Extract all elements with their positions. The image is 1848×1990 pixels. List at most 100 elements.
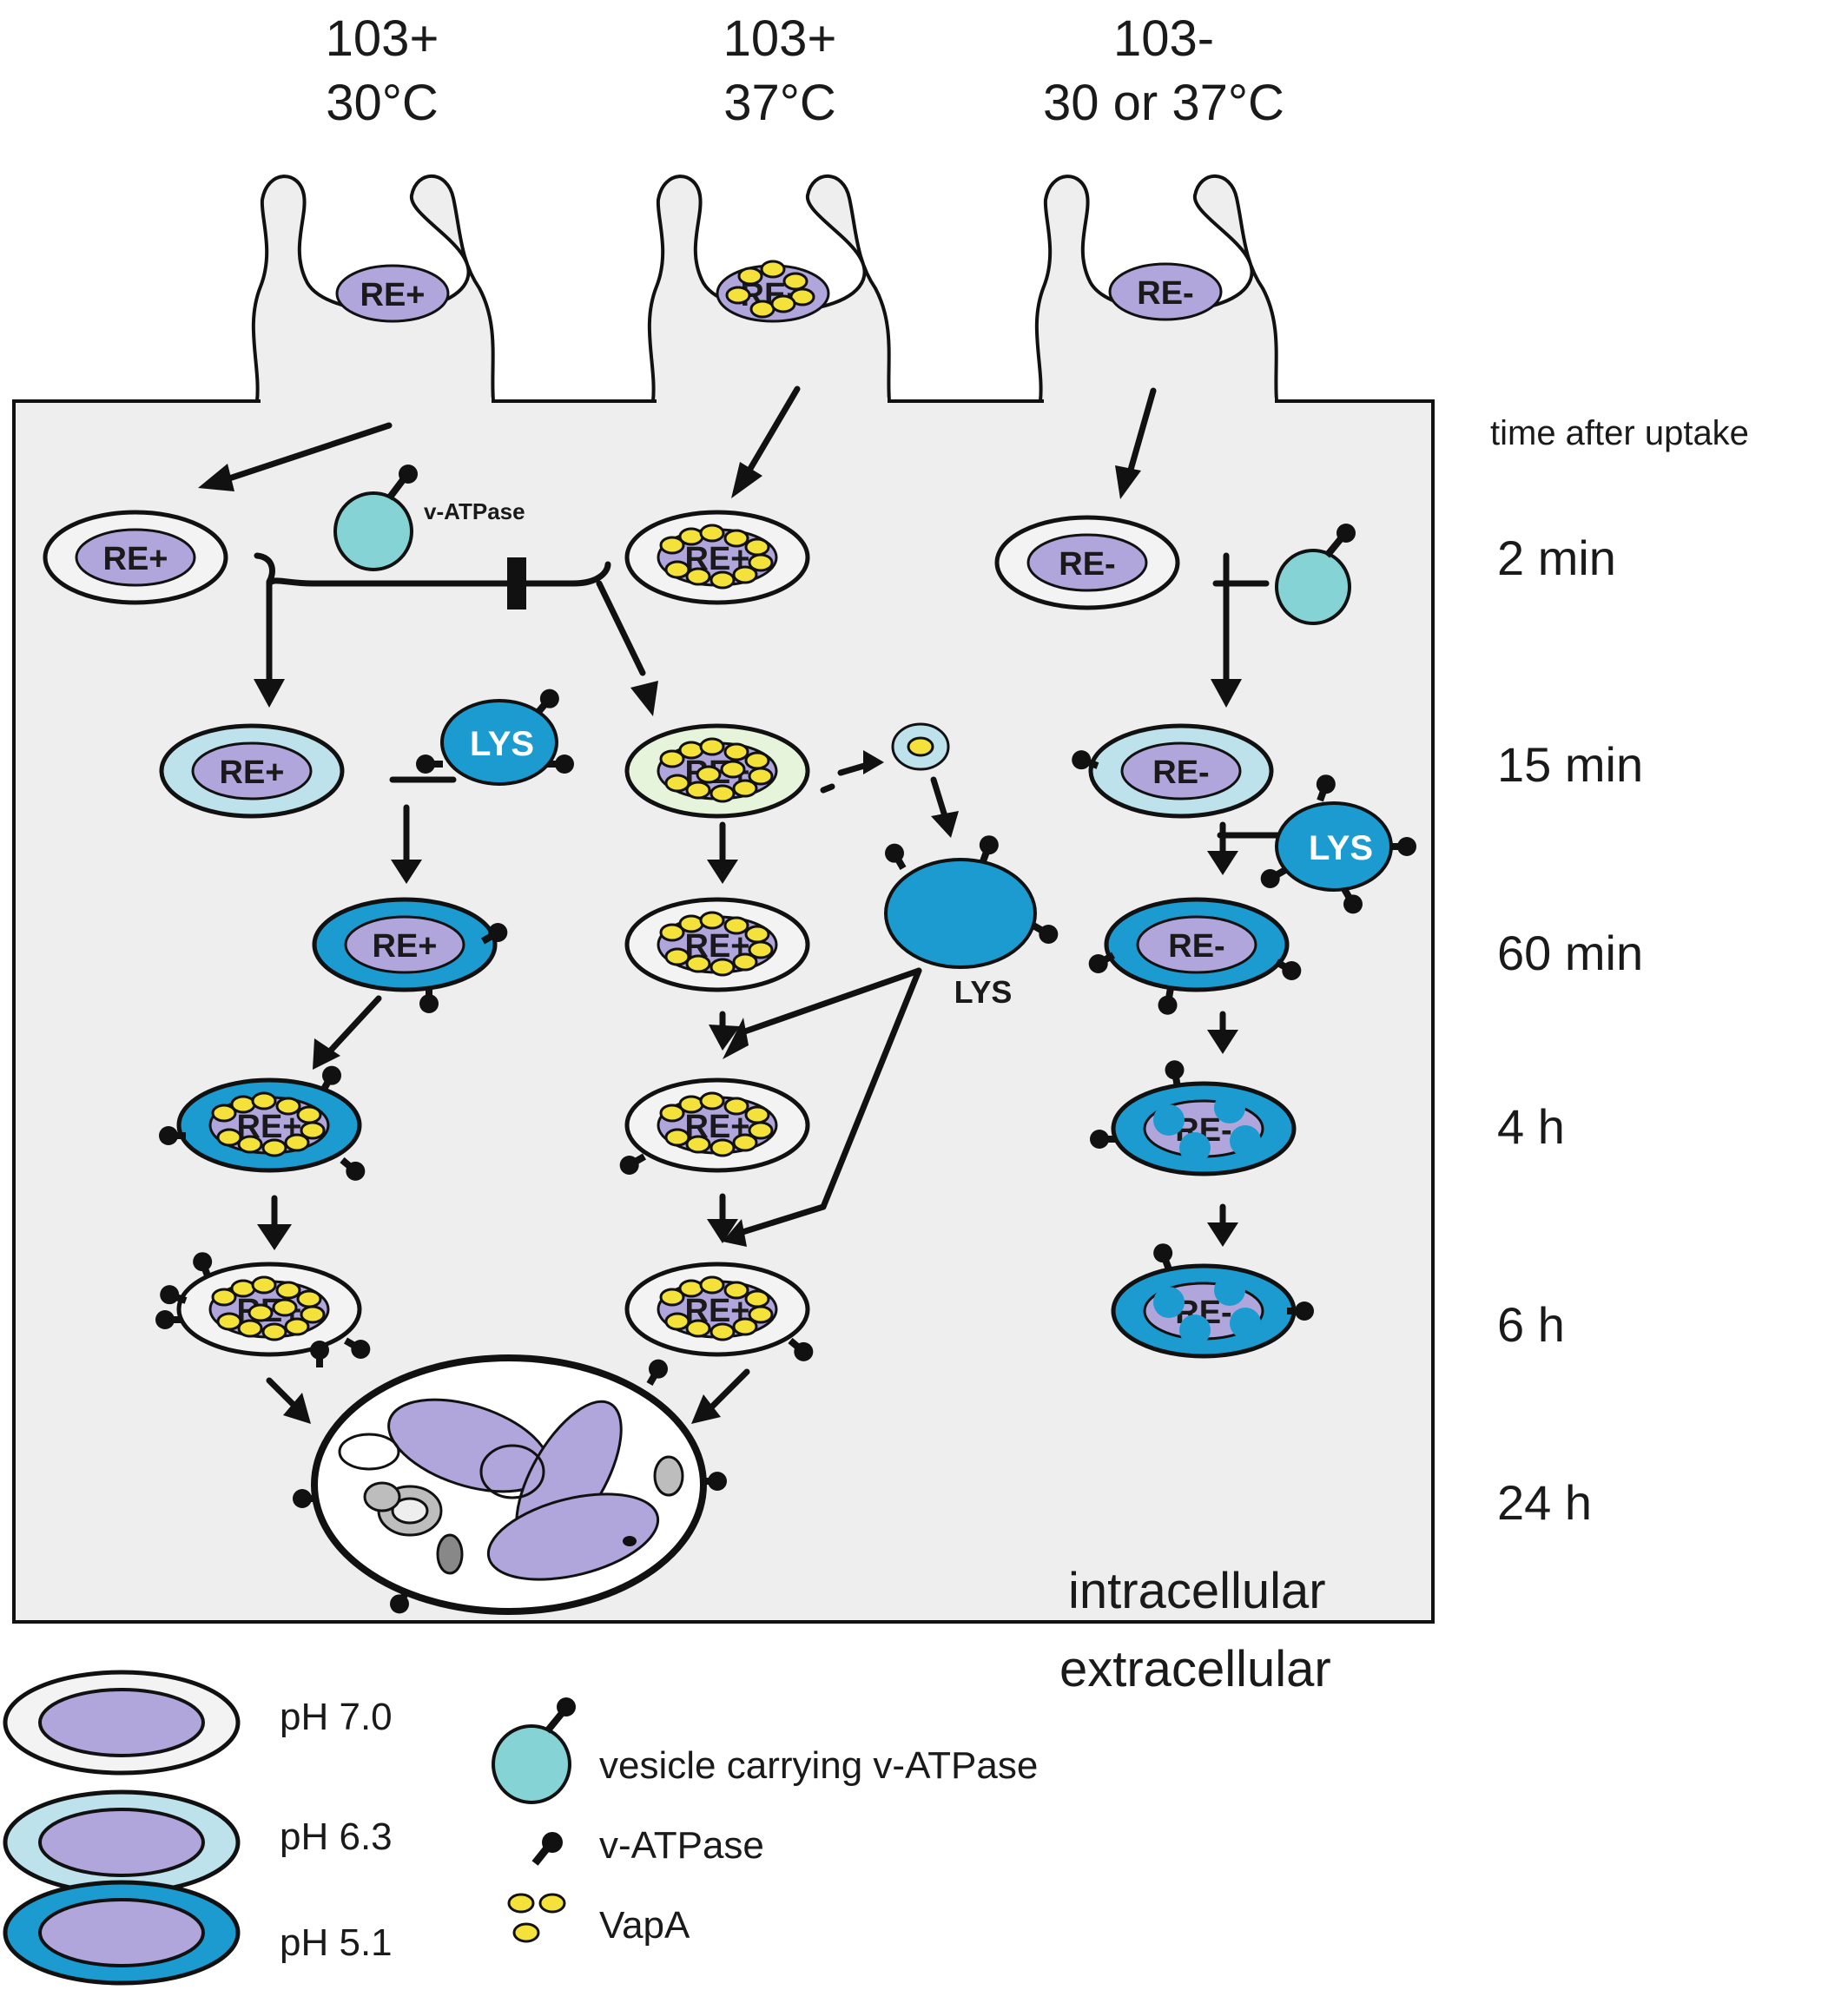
phagosome-col3-6h: RE-: [1111, 1243, 1314, 1359]
v-atpase-head: [159, 1126, 178, 1145]
vapa-dot: [230, 1095, 256, 1114]
column-headers: 103+ 30°C 103+ 37°C 103- 30 or 37°C: [326, 10, 1284, 131]
vapa-dot: [678, 1279, 704, 1298]
v-atpase-head: [1165, 1060, 1185, 1080]
cup-opening-3: [1044, 398, 1275, 406]
lysosome-col1-label: LYS: [470, 725, 534, 763]
lysosomal-content: [1153, 1287, 1185, 1318]
bacterium-label: RE+: [103, 541, 168, 577]
lysosomes: LYS LYS LYS: [440, 699, 1393, 1010]
v-atpase-head: [416, 754, 435, 774]
vacuole-membrane-whorl-2: [338, 1433, 400, 1471]
col3-temp: 30 or 37°C: [1043, 75, 1284, 131]
v-atpase-head: [539, 689, 559, 708]
vapa-dot: [723, 916, 749, 935]
v-atpase-head: [1260, 869, 1280, 888]
v-atpase-head: [155, 1310, 175, 1329]
vacuole-membrane-whorl-1: [479, 1444, 545, 1499]
legend-vesicle-label: vesicle carrying v-ATPase: [599, 1744, 1038, 1787]
phagosome-col1-2min: RE+: [43, 510, 228, 605]
vapa-dot: [710, 958, 736, 977]
v-atpase-head: [1282, 961, 1302, 980]
vacuole-debris-3: [653, 1455, 684, 1497]
phagosome-col3-4h: RE-: [1090, 1060, 1297, 1176]
phagosome-col2-60min: RE+: [624, 897, 810, 992]
legend-vesicle-icon: [492, 1724, 571, 1804]
v-atpase-head: [390, 1594, 409, 1614]
vapa-dot: [723, 1097, 749, 1116]
vapa-dot: [770, 294, 796, 313]
vacuole-membrane-whorl-4: [391, 1497, 429, 1525]
vapa-dot: [699, 524, 725, 543]
vapa-dot: [696, 765, 722, 784]
v-atpase-head: [619, 1156, 639, 1175]
vapa-dot: [748, 1305, 774, 1324]
v-atpase-head: [1158, 995, 1178, 1015]
phagosome-col3-15min: RE-: [1072, 723, 1274, 819]
arrowheads: [198, 462, 1242, 1424]
v-atpase-head: [555, 754, 574, 774]
col1-temp: 30°C: [326, 75, 439, 131]
bacterium-cup-1: [335, 264, 450, 323]
vapa-dot: [732, 952, 758, 972]
vacuole-bacterium-3: [486, 1492, 660, 1581]
col1-strain: 103+: [326, 10, 439, 67]
bacterium-cup-1-label: RE+: [360, 277, 426, 313]
vapa-dot: [748, 767, 774, 786]
legend-v-atpase: v-ATPase: [531, 1824, 764, 1867]
bacterium-cup-3: [1108, 262, 1223, 321]
vapa-dot: [664, 774, 690, 793]
vapa-dot: [275, 1281, 301, 1300]
v-atpase-head: [1295, 1301, 1314, 1321]
vapa-dot: [251, 1275, 277, 1295]
vapa-dot: [678, 527, 704, 546]
phagosome-col3-2min: RE-: [994, 515, 1180, 610]
inhibitor-block: [507, 557, 526, 610]
legend-ph-5-1: pH 5.1: [3, 1880, 393, 1986]
vapa-dot: [782, 272, 808, 291]
phagosome-col2-4h: RE+: [619, 1077, 810, 1175]
vapa-dot: [248, 1303, 274, 1322]
vapa-dot: [723, 1281, 749, 1300]
bacterium-cup-3-label: RE-: [1137, 275, 1193, 312]
bacterium: [344, 915, 465, 974]
vapa-dot: [749, 300, 776, 319]
vapa-dot: [678, 1095, 704, 1114]
v-atpase-head: [794, 1341, 814, 1361]
v-atpase-head: [649, 1359, 668, 1379]
v-atpase-head: [708, 1472, 727, 1491]
vapa-dot: [659, 1288, 685, 1307]
vapa-dot: [678, 741, 704, 760]
phagosome-col2-6h: RE+: [624, 1262, 814, 1361]
legend-ph-5-1-label: pH 5.1: [280, 1921, 393, 1964]
timepoint-15min: 15 min: [1497, 737, 1643, 792]
vapa-dot: [699, 1275, 725, 1295]
legend-vapa-icon: [507, 1893, 535, 1914]
v-atpase-head: [1397, 837, 1416, 856]
vapa-dot: [664, 1128, 690, 1147]
lysosomal-content: [1230, 1308, 1261, 1339]
vapa-dot: [659, 749, 685, 768]
vapa-dot: [710, 1138, 736, 1157]
vapa-dot: [284, 1317, 310, 1336]
vapa-dot: [744, 751, 770, 770]
vapa-dot: [664, 1312, 690, 1331]
lysosomal-content: [1214, 1275, 1245, 1306]
vapa-dot: [710, 570, 736, 590]
legend-vesicle: vesicle carrying v-ATPase: [492, 1697, 1038, 1804]
lysosome-vapa: [884, 858, 1037, 969]
vapa-dot: [237, 1319, 263, 1338]
phagosome-col1-15min: RE+: [159, 723, 345, 819]
large-vacuole-24h: [311, 1354, 707, 1615]
v-atpase-head: [979, 835, 999, 855]
bacterium-label: RE-: [1168, 928, 1224, 965]
vacuole-debris-4: [623, 1536, 637, 1546]
vapa-dot: [284, 1133, 310, 1152]
vapa-dot: [296, 1289, 322, 1308]
vapa-dot: [216, 1312, 242, 1331]
vapa-dot: [261, 1322, 287, 1341]
lysosomal-content: [1179, 1132, 1211, 1163]
timepoint-6h: 6 h: [1497, 1297, 1565, 1352]
vapa-dot: [760, 260, 786, 279]
v-atpase-head: [1153, 1243, 1173, 1263]
